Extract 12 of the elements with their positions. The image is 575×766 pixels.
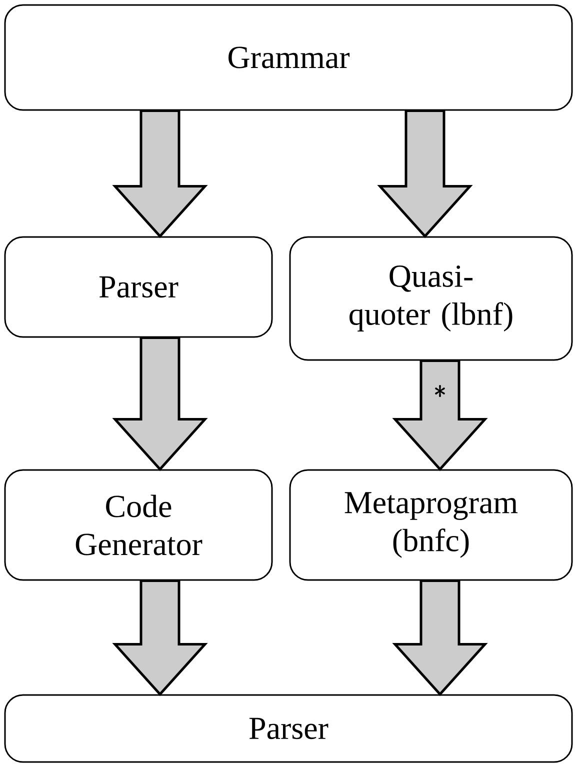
- process-box: Metaprogram (bnfc): [289, 469, 573, 581]
- block-arrow: [112, 110, 208, 238]
- process-box: Parser: [4, 236, 273, 338]
- block-arrow: [392, 360, 488, 472]
- block-arrow: [112, 580, 208, 696]
- process-box: Code Generator: [4, 469, 273, 581]
- block-arrow: [377, 110, 473, 238]
- block-arrow: [112, 336, 208, 472]
- process-box: Grammar: [4, 4, 573, 111]
- block-arrow: [392, 580, 488, 696]
- process-box: Parser: [4, 694, 573, 763]
- process-box: Quasi-quoter (lbnf): [289, 236, 573, 361]
